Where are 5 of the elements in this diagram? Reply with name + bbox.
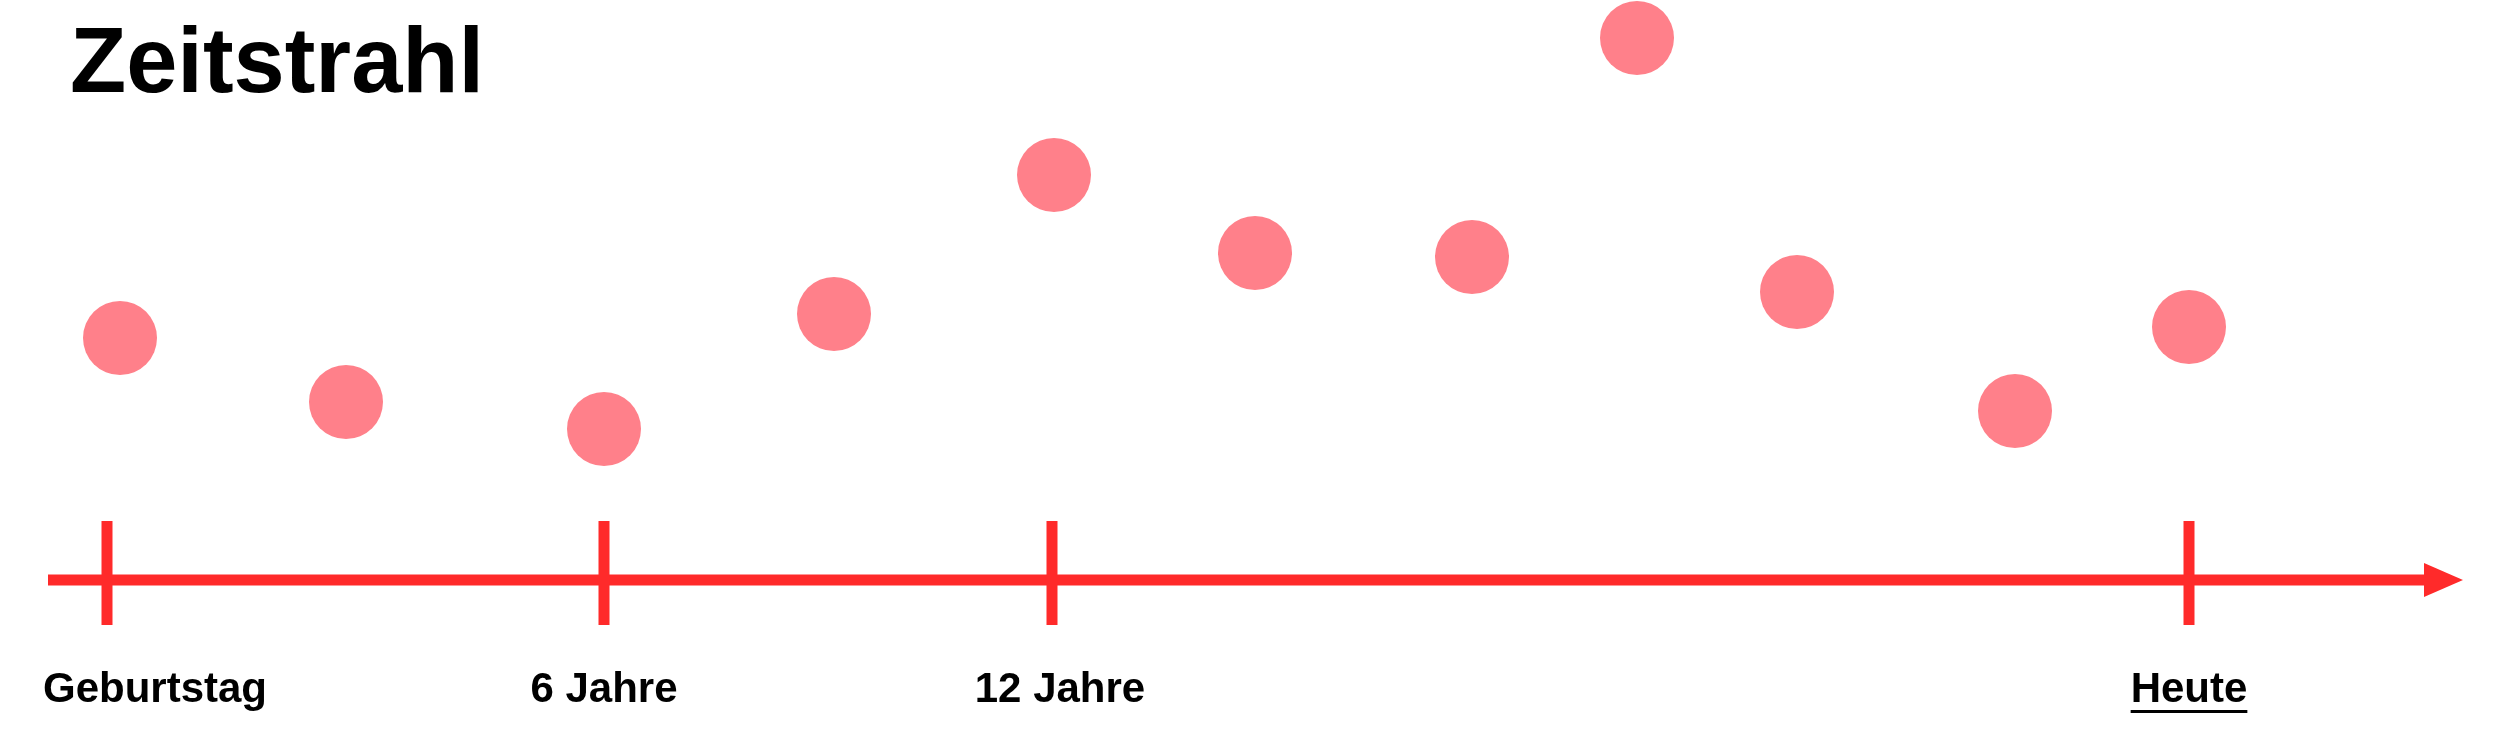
tick-label: Geburtstag bbox=[43, 663, 267, 713]
tick-label: 12 Jahre bbox=[974, 663, 1146, 713]
title: Zeitstrahl bbox=[70, 14, 485, 106]
tick-label: Heute bbox=[2130, 663, 2248, 713]
tick-label: 6 Jahre bbox=[530, 663, 678, 713]
